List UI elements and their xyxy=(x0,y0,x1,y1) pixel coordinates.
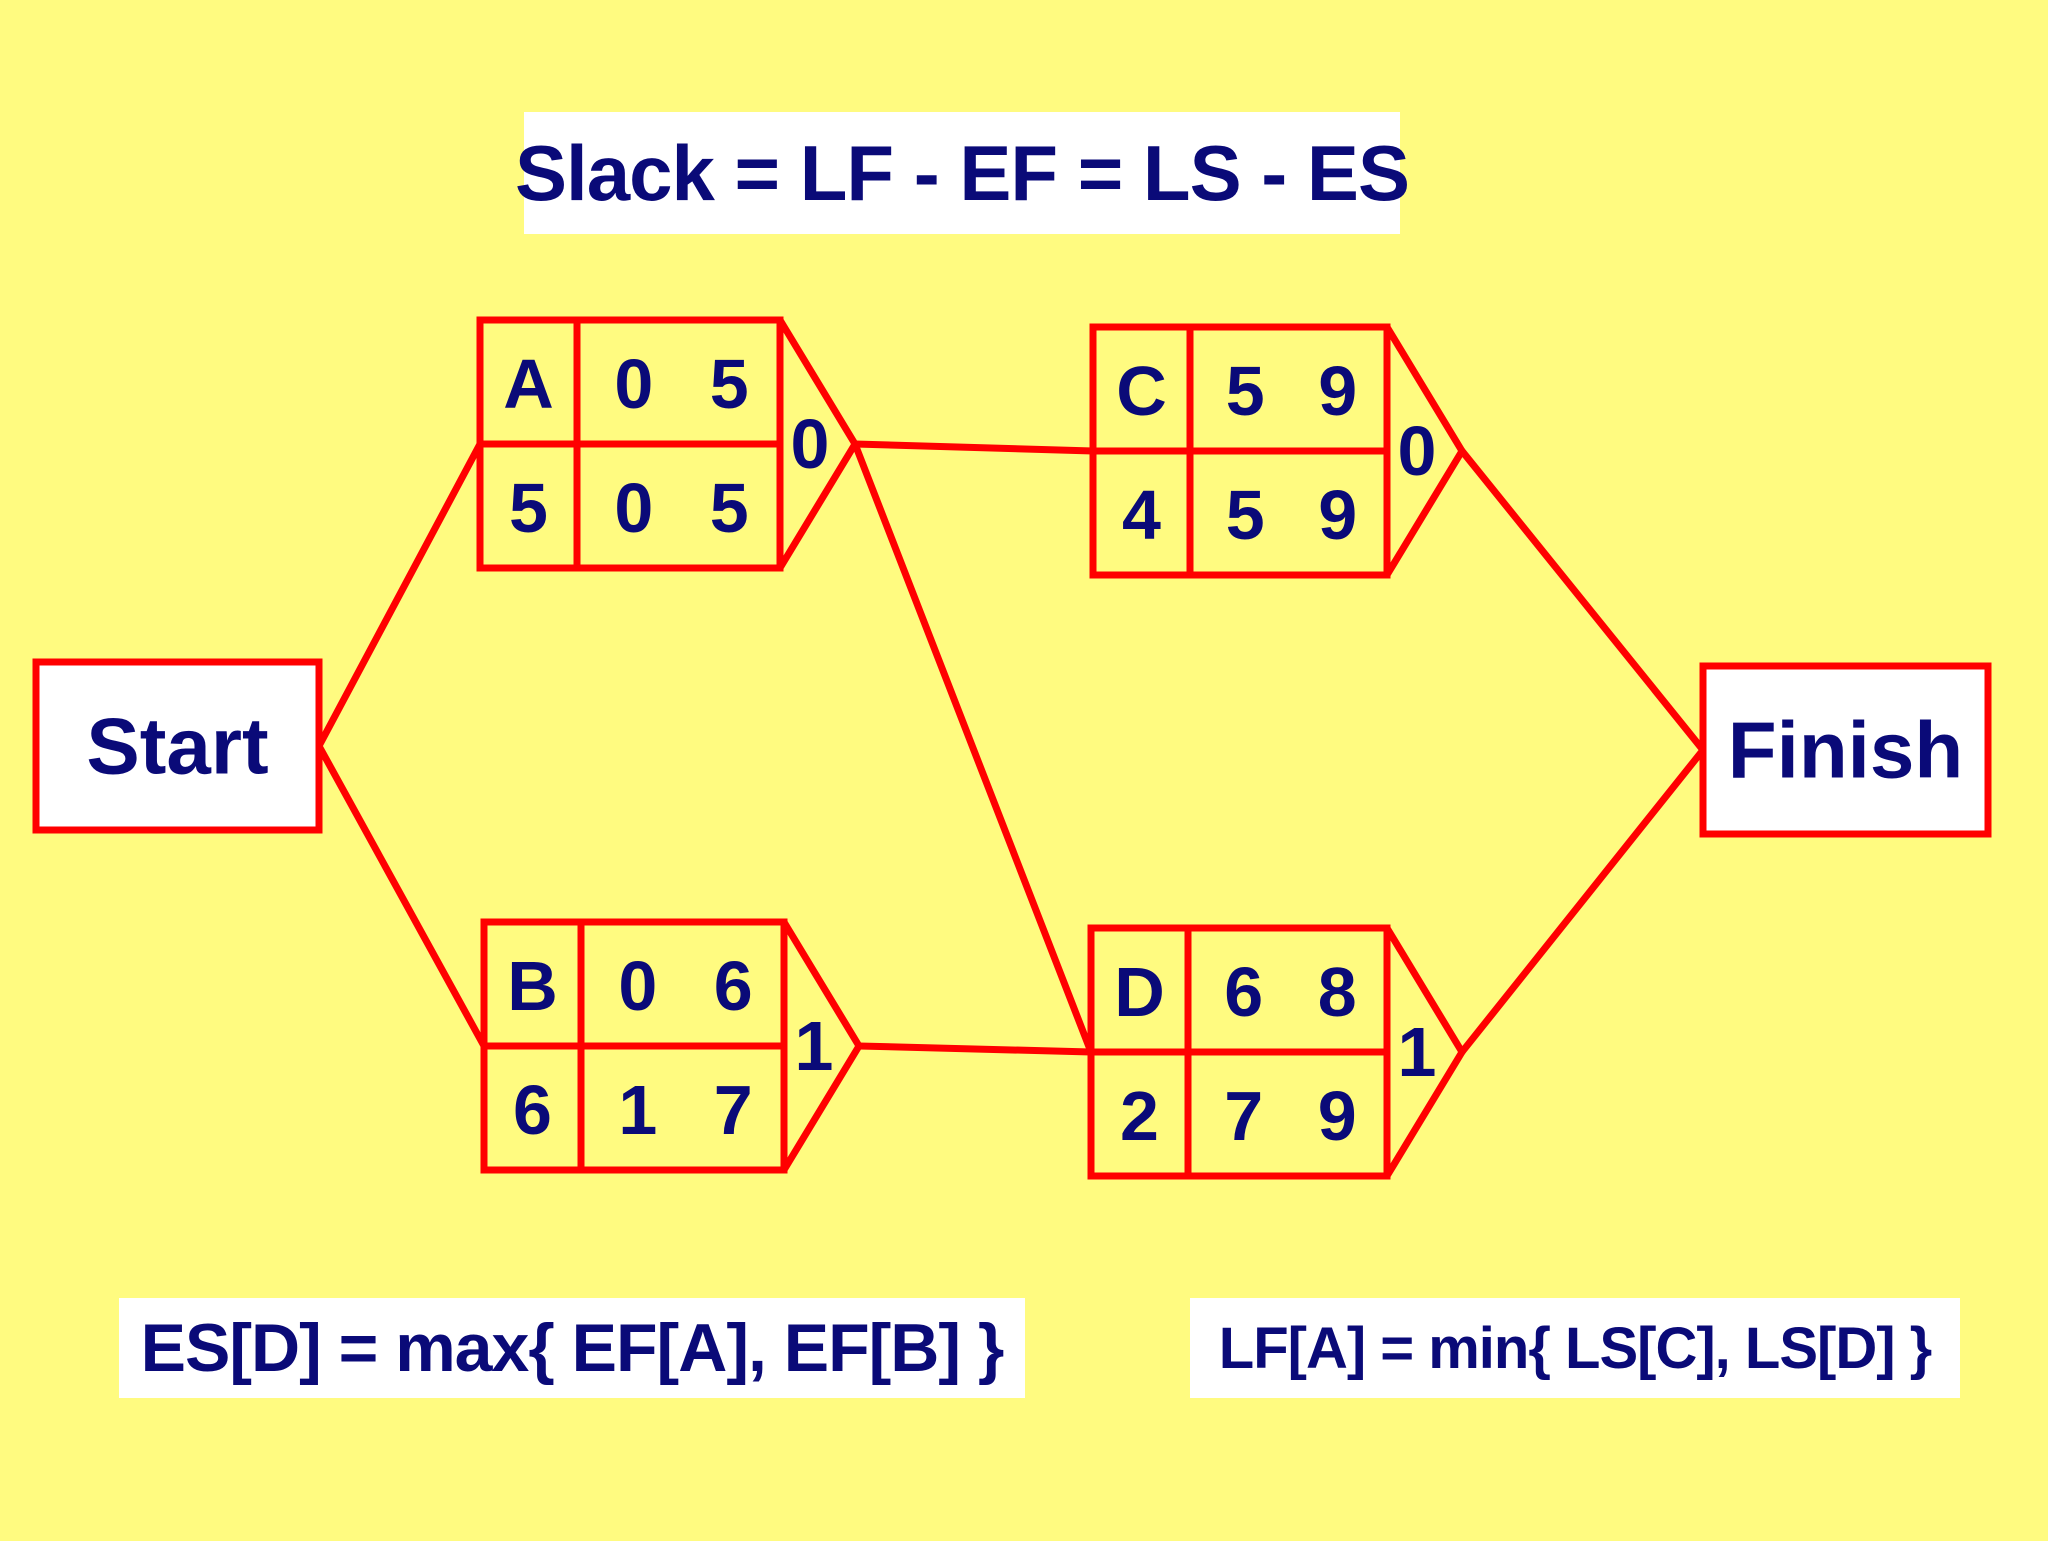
finish-node-border xyxy=(1699,662,1992,838)
activity-d-arrowhead xyxy=(1384,926,1467,1178)
start-node-border xyxy=(32,658,323,834)
edge-a-d xyxy=(851,440,1095,1056)
finish-node-label: Finish xyxy=(1728,706,1964,795)
activity-a-duration: 5 xyxy=(509,469,548,547)
activity-d-ls: 7 xyxy=(1224,1077,1263,1155)
edge-c-finish xyxy=(1458,447,1707,754)
activity-d-ef: 8 xyxy=(1318,953,1357,1031)
edge-b-d xyxy=(855,1042,1095,1056)
activity-a-lf: 5 xyxy=(710,469,749,547)
activity-a-ls: 0 xyxy=(614,469,653,547)
activity-b-es: 0 xyxy=(618,947,657,1025)
activity-a-es: 0 xyxy=(614,345,653,423)
activity-c-slack: 0 xyxy=(1398,412,1437,490)
activity-c-arrowhead xyxy=(1384,325,1467,577)
activity-b-arrowhead xyxy=(781,920,864,1172)
activity-c-name: C xyxy=(1116,352,1167,430)
activity-d-lf: 9 xyxy=(1318,1077,1357,1155)
activity-c-ef: 9 xyxy=(1318,352,1357,430)
activity-c-duration: 4 xyxy=(1122,476,1161,554)
edge-d-finish xyxy=(1458,746,1707,1056)
activity-a-ef: 5 xyxy=(710,345,749,423)
activity-b-slack: 1 xyxy=(795,1007,834,1085)
activity-c-lf: 9 xyxy=(1318,476,1357,554)
activity-a-arrowhead xyxy=(777,318,860,570)
lf-a-formula: LF[A] = min{ LS[C], LS[D] } xyxy=(1190,1298,1960,1398)
edge-start-a xyxy=(315,440,484,750)
start-node: Start xyxy=(32,658,323,834)
activity-d-slack: 1 xyxy=(1398,1013,1437,1091)
activity-d-duration: 2 xyxy=(1120,1077,1159,1155)
activity-b-name: B xyxy=(507,947,558,1025)
activity-b-ef: 6 xyxy=(714,947,753,1025)
activity-d-es: 6 xyxy=(1224,953,1263,1031)
finish-node: Finish xyxy=(1699,662,1992,838)
activity-b-lf: 7 xyxy=(714,1071,753,1149)
activity-a-slack: 0 xyxy=(791,405,830,483)
edge-a-c xyxy=(851,440,1097,455)
activity-c-es: 5 xyxy=(1226,352,1265,430)
edge-start-b xyxy=(315,742,488,1050)
slack-formula: Slack = LF - EF = LS - ES xyxy=(515,112,1410,234)
activity-a-name: A xyxy=(503,345,554,423)
activity-d-name: D xyxy=(1114,953,1165,1031)
edges xyxy=(315,440,1707,1056)
activity-c-ls: 5 xyxy=(1226,476,1265,554)
activity-b-ls: 1 xyxy=(618,1071,657,1149)
start-node-label: Start xyxy=(86,702,268,791)
activity-b-duration: 6 xyxy=(513,1071,552,1149)
es-d-formula: ES[D] = max{ EF[A], EF[B] } xyxy=(119,1298,1025,1398)
